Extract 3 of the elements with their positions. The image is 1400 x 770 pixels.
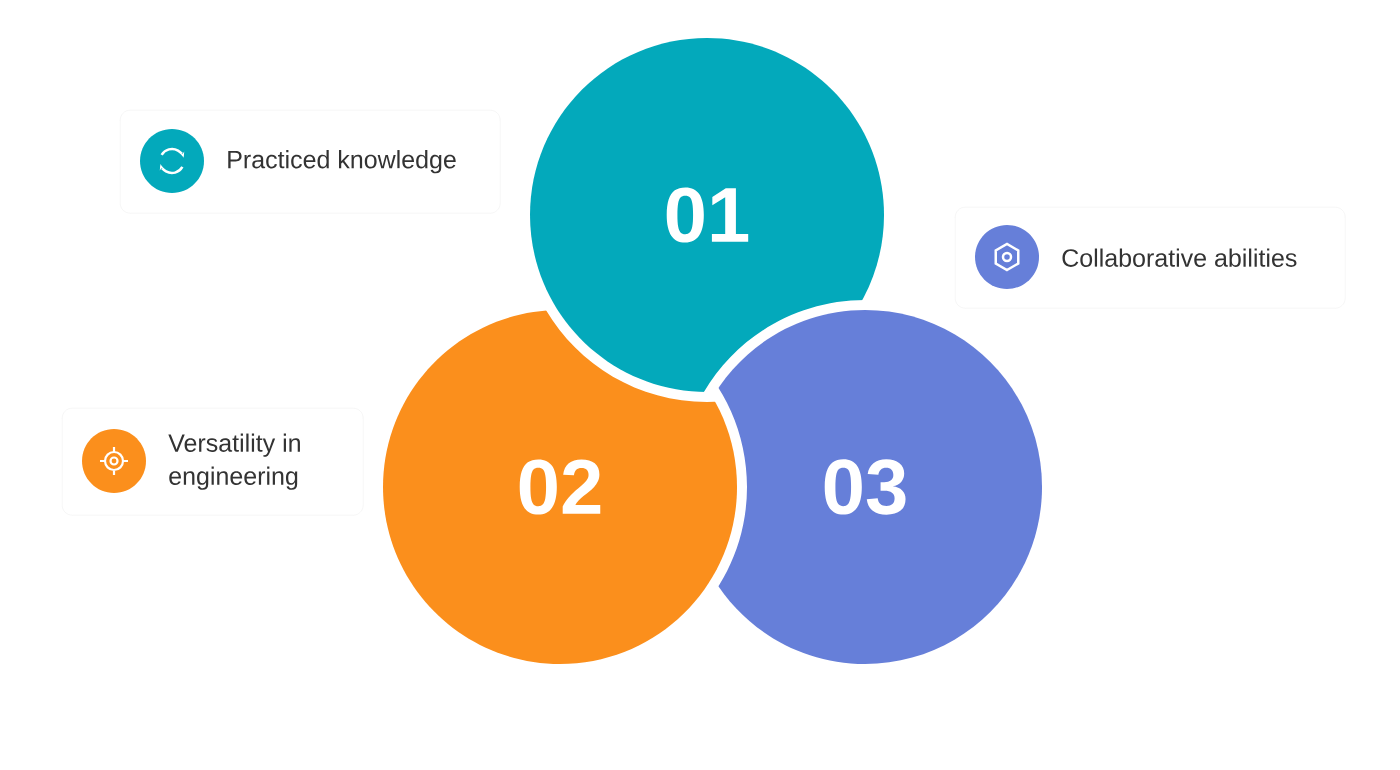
text-card: Practiced knowledge bbox=[120, 110, 501, 214]
text-card: Versatility in engineering bbox=[62, 408, 364, 516]
text-card: Collaborative abilities bbox=[955, 207, 1346, 309]
